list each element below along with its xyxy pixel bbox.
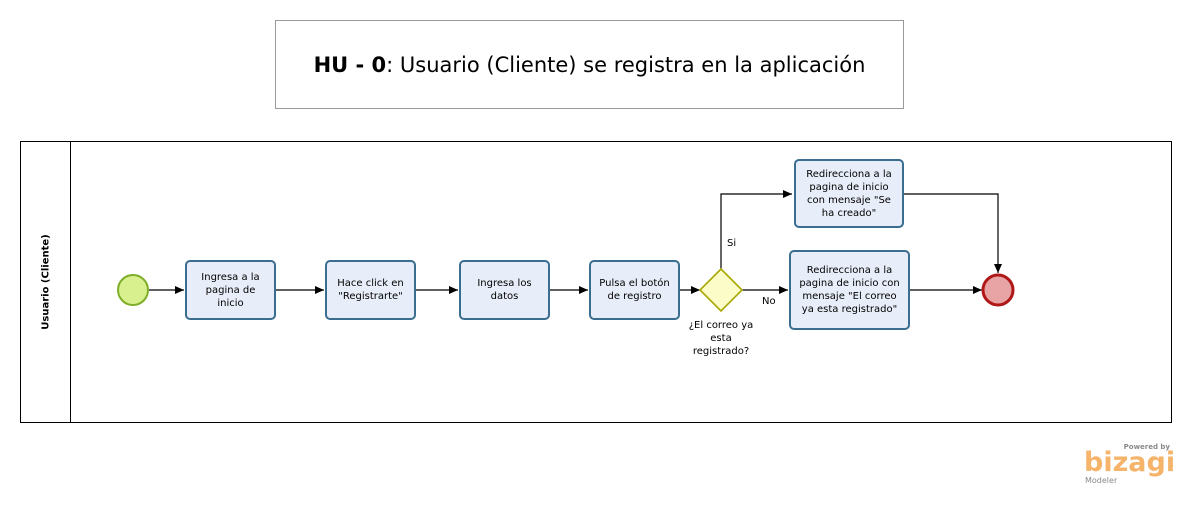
bizagi-logo: Powered by bizagi Modeler xyxy=(1084,443,1175,487)
story-id: HU - 0 xyxy=(313,52,387,77)
start-event xyxy=(117,274,149,306)
brand-product: Modeler xyxy=(1085,476,1118,485)
flow-gateway-yes xyxy=(720,190,792,270)
task-redirecciona-se-ha-creado[interactable]: Redirecciona a la pagina de inicio con m… xyxy=(794,159,904,228)
edge-label-no: No xyxy=(762,296,776,307)
powered-by-label: Powered by xyxy=(1123,443,1170,451)
flow-task5-to-end xyxy=(904,193,1002,273)
task-ingresa-pagina-inicio[interactable]: Ingresa a la pagina de inicio xyxy=(185,260,276,320)
lane-header: Usuario (Cliente) xyxy=(21,142,71,422)
task-click-registrarte[interactable]: Hace click en "Registrarte" xyxy=(325,260,416,320)
gateway-label: ¿El correo ya esta registrado? xyxy=(688,320,754,357)
task-pulsa-boton-registro[interactable]: Pulsa el botón de registro xyxy=(589,260,680,320)
diagram-title-box: HU - 0: Usuario (Cliente) se registra en… xyxy=(275,20,904,109)
task-ingresa-datos[interactable]: Ingresa los datos xyxy=(459,260,550,320)
end-event xyxy=(981,273,1015,307)
story-title: : Usuario (Cliente) se registra en la ap… xyxy=(386,52,866,77)
task-redirecciona-correo-registrado[interactable]: Redirecciona a la pagina de inicio con m… xyxy=(789,250,910,330)
diagram-title: HU - 0: Usuario (Cliente) se registra en… xyxy=(314,53,866,77)
edge-label-yes: Si xyxy=(727,238,737,249)
brand-name: bizagi xyxy=(1084,447,1176,478)
exclusive-gateway xyxy=(698,267,744,313)
